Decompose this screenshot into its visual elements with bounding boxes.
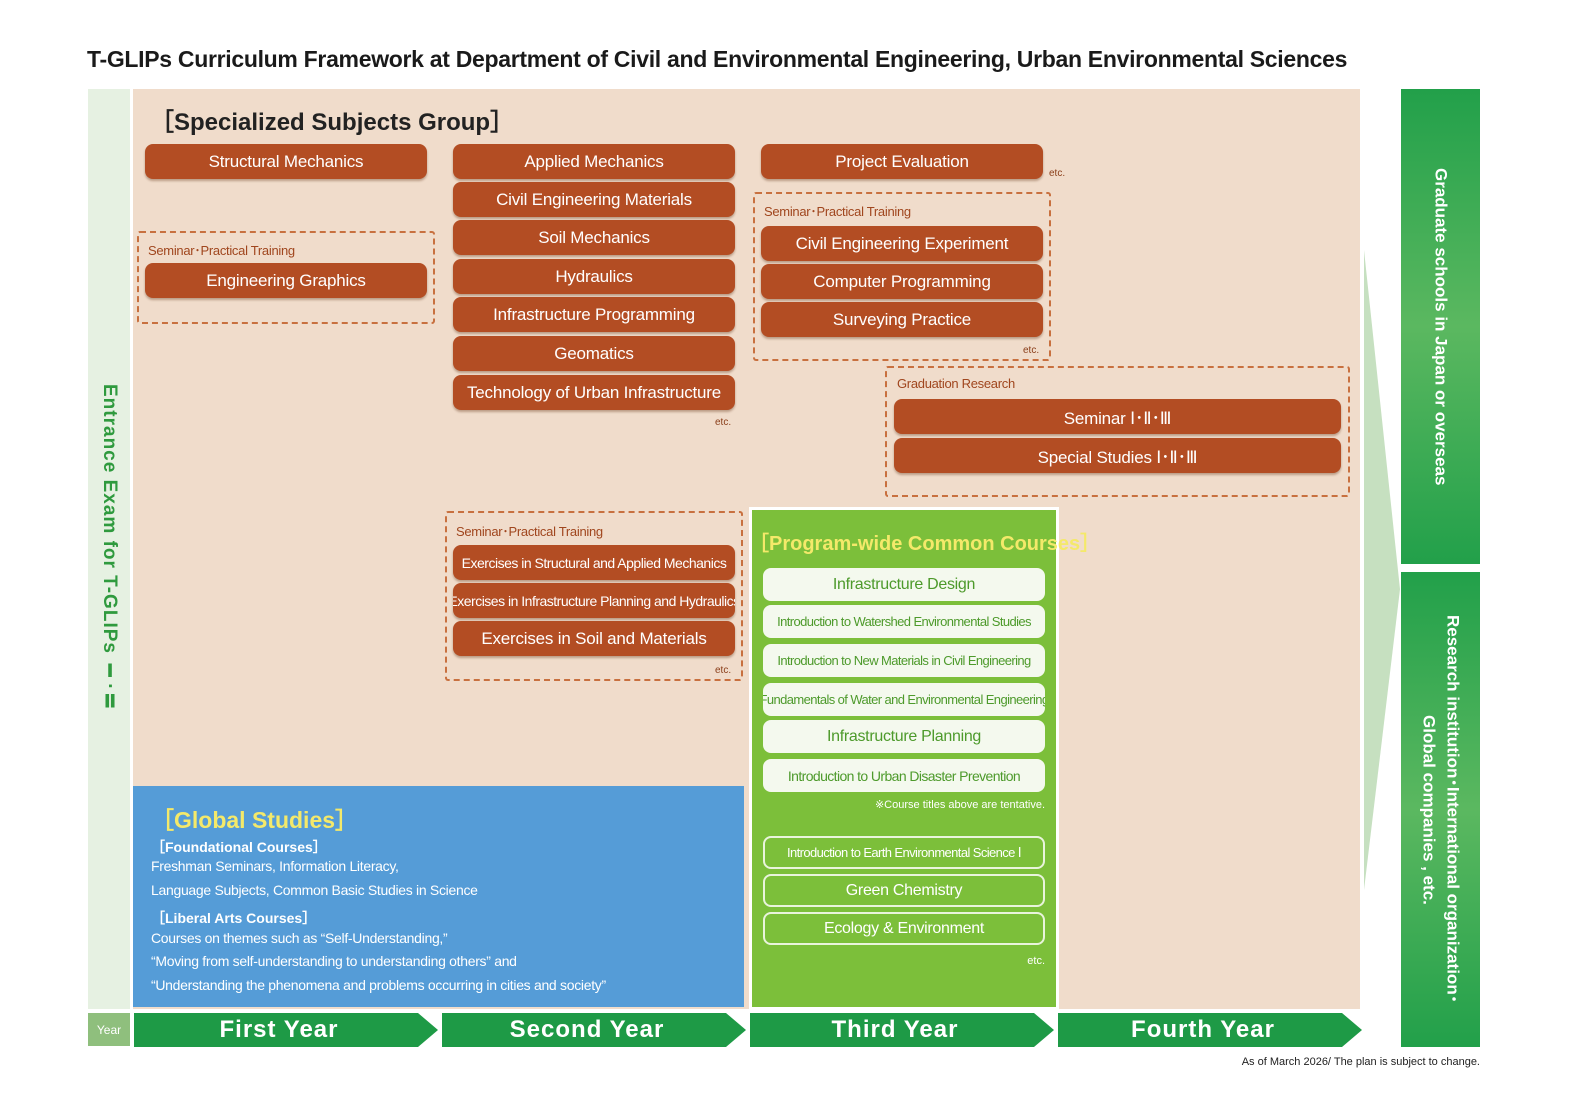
graduation-research-group — [885, 366, 1350, 497]
year2-seminar-etc: etc. — [715, 665, 732, 676]
progression-arrow — [1364, 250, 1400, 890]
outcome-research-line2: Global companies , etc. — [1419, 714, 1439, 905]
liberal-line-3: “Understanding the phenomena and problem… — [151, 977, 606, 993]
year1-seminar-group — [137, 231, 435, 324]
global-studies-title: ［Global Studies］ — [151, 807, 359, 833]
course-year2-1: Applied Mechanics — [453, 144, 735, 179]
course-engineering-graphics: Engineering Graphics — [145, 263, 427, 298]
foundational-line-1: Freshman Seminars, Information Literacy, — [151, 858, 399, 874]
common-course-5: Infrastructure Planning — [763, 720, 1045, 753]
course-year2-5: Infrastructure Programming — [453, 297, 735, 332]
course-year2-2: Civil Engineering Materials — [453, 182, 735, 217]
outcome-graduate-box: Graduate schools in Japan or overseas — [1401, 89, 1480, 564]
year2-seminar-group — [445, 511, 743, 681]
program-common-title: ［Program-wide Common Courses］ — [749, 533, 1101, 555]
liberal-arts-title: ［Liberal Arts Courses］ — [151, 910, 317, 926]
common-course-2: Introduction to Watershed Environmental … — [763, 605, 1045, 638]
course-structural-mechanics: Structural Mechanics — [145, 144, 427, 179]
liberal-line-1: Courses on themes such as “Self-Understa… — [151, 930, 448, 946]
foundational-courses-title: ［Foundational Courses］ — [151, 839, 327, 855]
year2-etc: etc. — [715, 417, 732, 428]
other-course-1: Introduction to Earth Environmental Scie… — [763, 836, 1045, 869]
year-arrow-3: Third Year — [750, 1013, 1054, 1047]
graduation-research-caption: Graduation Research — [897, 376, 1015, 391]
seminar-year3-3: Surveying Practice — [761, 302, 1043, 337]
other-course-2: Green Chemistry — [763, 874, 1045, 907]
seminar-year2-2: Exercises in Infrastructure Planning and… — [453, 583, 735, 618]
page-title: T-GLIPs Curriculum Framework at Departme… — [87, 46, 1348, 72]
year3-seminar-caption: Seminar･Practical Training — [764, 204, 911, 219]
year-arrow-2: Second Year — [442, 1013, 746, 1047]
common-course-6: Introduction to Urban Disaster Preventio… — [763, 759, 1045, 792]
outcome-research-label: Research institution･International organ… — [1417, 615, 1465, 1003]
outcome-research-line1: Research institution･International organ… — [1443, 615, 1463, 1004]
footnote: As of March 2026/ The plan is subject to… — [1241, 1056, 1480, 1068]
entrance-exam-label-wrap: Entrance Exam for T-GLIPs Ⅰ·Ⅱ — [88, 89, 130, 1009]
course-special-studies: Special Studies Ⅰ･Ⅱ･Ⅲ — [894, 438, 1341, 473]
common-course-4: Fundamentals of Water and Environmental … — [763, 683, 1045, 716]
liberal-line-2: “Moving from self-understanding to under… — [151, 953, 517, 969]
seminar-year2-3: Exercises in Soil and Materials — [453, 621, 735, 656]
course-project-evaluation: Project Evaluation — [761, 144, 1043, 179]
year3-etc: etc. — [1049, 168, 1066, 179]
course-seminar-graduation: Seminar Ⅰ･Ⅱ･Ⅲ — [894, 399, 1341, 434]
year-arrow-1: First Year — [134, 1013, 438, 1047]
year1-seminar-caption: Seminar･Practical Training — [148, 243, 295, 258]
year3-seminar-group — [753, 192, 1051, 361]
entrance-exam-bar — [88, 89, 130, 1009]
common-course-3: Introduction to New Materials in Civil E… — [763, 644, 1045, 677]
common-course-1: Infrastructure Design — [763, 568, 1045, 601]
course-year2-4: Hydraulics — [453, 259, 735, 294]
year3-seminar-etc: etc. — [1023, 345, 1040, 356]
outcome-research-box: Research institution･International organ… — [1401, 572, 1480, 1047]
seminar-year3-2: Computer Programming — [761, 264, 1043, 299]
tentative-note: ※Course titles above are tentative. — [874, 799, 1045, 811]
entrance-exam-label: Entrance Exam for T-GLIPs Ⅰ·Ⅱ — [99, 384, 120, 714]
course-year2-3: Soil Mechanics — [453, 220, 735, 255]
course-year2-7: Technology of Urban Infrastructure — [453, 375, 735, 410]
course-year2-6: Geomatics — [453, 336, 735, 371]
specialized-subjects-title: ［Specialized Subjects Group］ — [150, 109, 515, 136]
year-row-label: Year — [88, 1013, 130, 1046]
other-course-3: Ecology & Environment — [763, 912, 1045, 945]
global-studies-area — [133, 786, 744, 1007]
seminar-year2-1: Exercises in Structural and Applied Mech… — [453, 545, 735, 580]
foundational-line-2: Language Subjects, Common Basic Studies … — [151, 882, 478, 898]
program-common-etc: etc. — [1027, 955, 1045, 967]
year2-seminar-caption: Seminar･Practical Training — [456, 524, 603, 539]
outcome-graduate-label: Graduate schools in Japan or overseas — [1431, 167, 1451, 486]
seminar-year3-1: Civil Engineering Experiment — [761, 226, 1043, 261]
year-arrow-4: Fourth Year — [1058, 1013, 1362, 1047]
